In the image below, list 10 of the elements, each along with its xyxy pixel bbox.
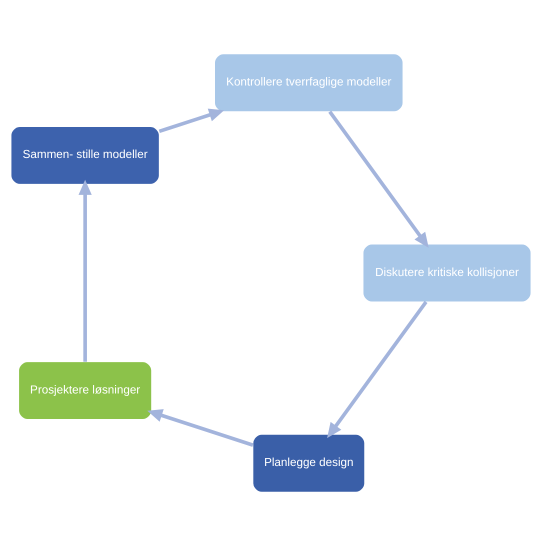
node-box: Diskutere kritiske kollisjoner: [362, 243, 532, 302]
node-box: Planlegge design: [252, 434, 365, 492]
arrow: [78, 179, 92, 362]
arrow: [327, 300, 428, 438]
arrow: [158, 108, 224, 133]
node-box: Sammen- stille modeller: [10, 126, 160, 184]
arrow: [328, 110, 429, 248]
node-box: Kontrollere tverrfaglige modeller: [214, 53, 404, 112]
node-box: Prosjektere løsninger: [18, 360, 152, 420]
arrow: [147, 408, 254, 446]
